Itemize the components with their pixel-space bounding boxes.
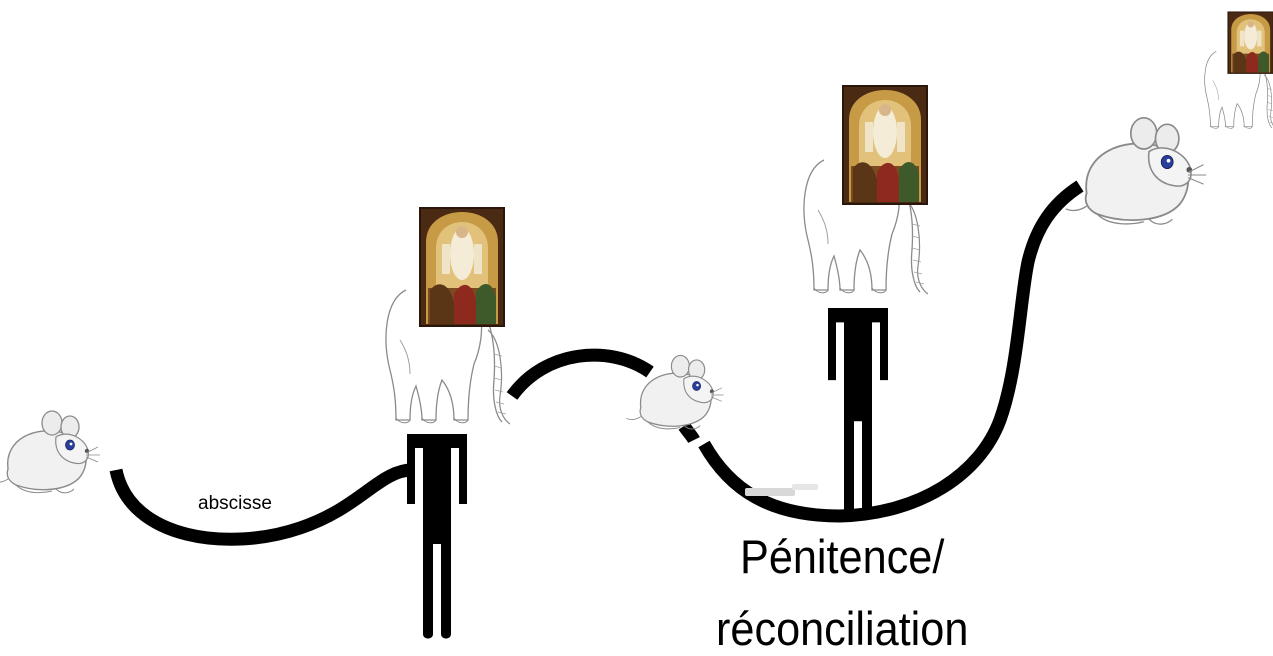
stage-label-line-2: réconciliation — [716, 602, 969, 655]
path-segment-1 — [109, 463, 413, 546]
stage-label-line-1: Pénitence/ — [740, 530, 945, 583]
stick-figure-1 — [407, 434, 467, 639]
mouse-sketch-3 — [1064, 116, 1208, 226]
path-segment-2 — [506, 348, 654, 400]
path-segment-4 — [698, 180, 1084, 523]
icon-painting-2 — [842, 85, 928, 205]
icon-painting-1 — [419, 207, 505, 327]
icon-painting-3 — [1227, 11, 1273, 74]
stick-figure-2 — [828, 308, 888, 519]
path-segment-3 — [678, 422, 700, 444]
smudge-mark — [745, 488, 795, 496]
path-label: abscisse — [198, 493, 272, 514]
mouse-sketch-1 — [0, 410, 101, 494]
